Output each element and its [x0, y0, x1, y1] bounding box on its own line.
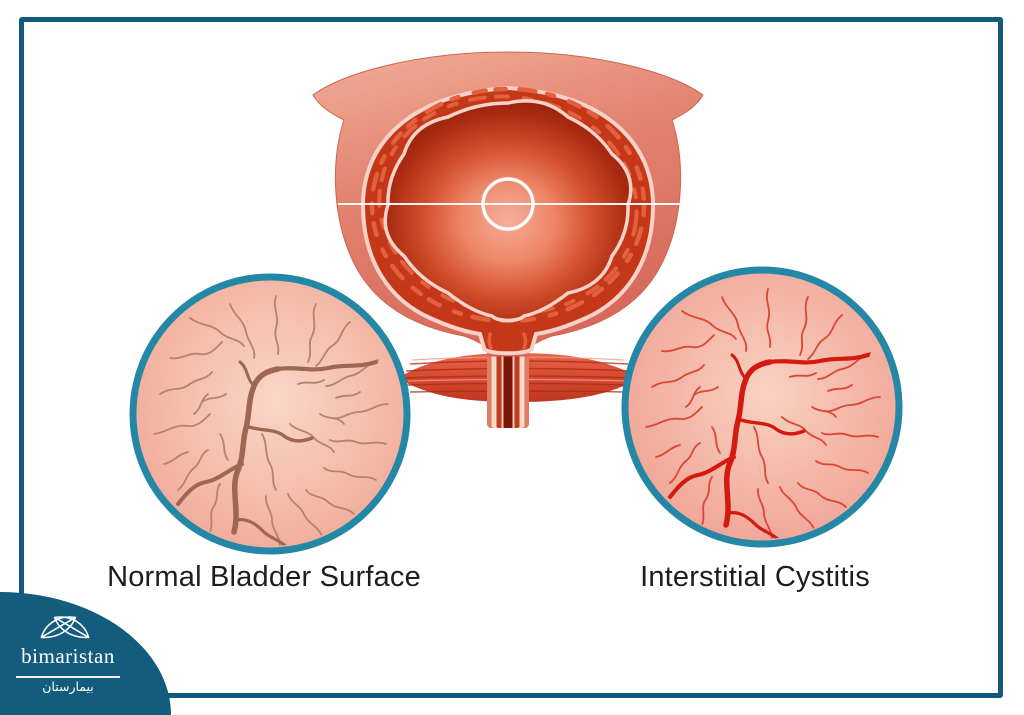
circle-border — [129, 273, 411, 555]
circle-border — [621, 266, 903, 548]
brand-divider — [16, 676, 120, 678]
caption-interstitial-cystitis: Interstitial Cystitis — [640, 561, 870, 593]
cystitis-surface-circle — [621, 266, 903, 548]
normal-surface-circle — [129, 273, 411, 555]
bladder-body — [312, 51, 704, 357]
highlight-circle — [481, 177, 535, 231]
brand-name-arabic: بيمارستان — [42, 679, 94, 694]
bladder-cavity — [383, 99, 633, 323]
section-line — [338, 203, 680, 205]
caption-normal-bladder-surface: Normal Bladder Surface — [107, 561, 421, 593]
crossed-leaves-icon — [40, 616, 90, 639]
brand-name: bimaristan — [21, 644, 115, 668]
page-border-frame — [19, 17, 1003, 698]
